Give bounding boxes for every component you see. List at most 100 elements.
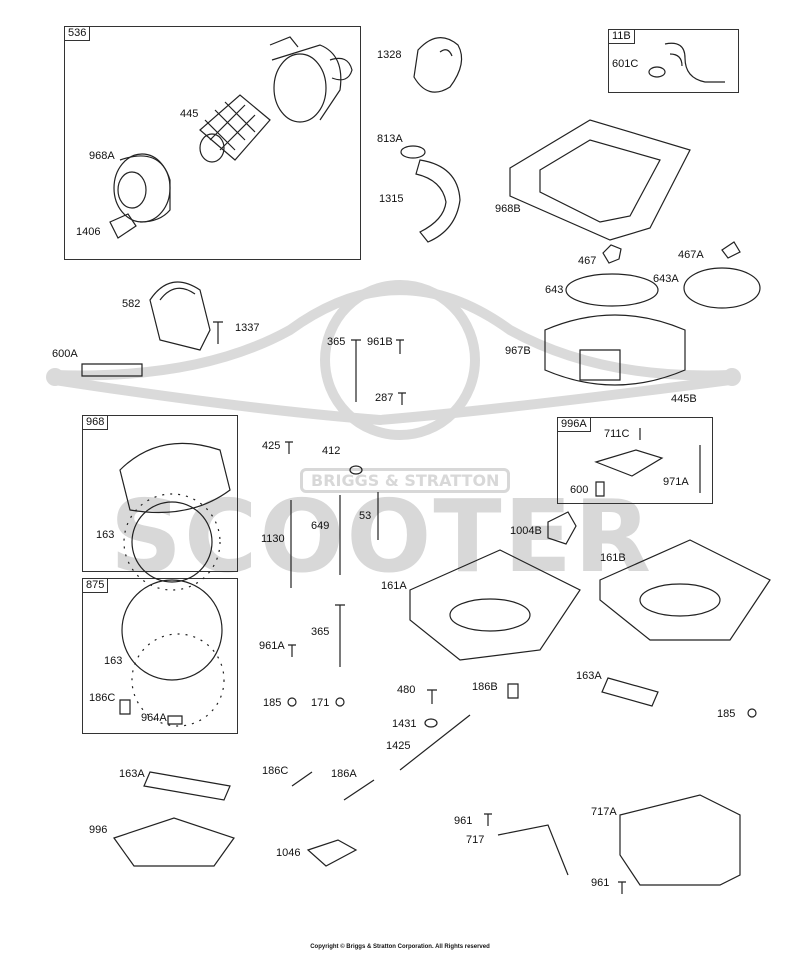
label-163-lower: 163	[104, 655, 123, 667]
label-964a: 964A	[141, 712, 167, 724]
label-186c: 186C	[89, 692, 116, 704]
label-163-upper: 163	[96, 529, 115, 541]
label-1315: 1315	[379, 193, 404, 205]
filter-element-drawing	[199, 94, 271, 163]
label-711c: 711C	[604, 428, 630, 440]
label-365-mid: 365	[311, 626, 330, 638]
part-813a-drawing	[400, 145, 426, 159]
part-467-drawing	[602, 244, 622, 264]
label-1425: 1425	[386, 740, 411, 752]
label-643: 643	[545, 284, 564, 296]
part-186a-drawing	[343, 779, 375, 801]
part-185b-drawing	[747, 708, 757, 718]
part-163-gasket-drawing-b	[131, 633, 225, 727]
group-tag-536: 536	[64, 26, 91, 41]
group-box-968	[82, 415, 238, 572]
part-1406-drawing	[109, 213, 137, 239]
label-163a-left: 163A	[119, 768, 145, 780]
label-1337: 1337	[235, 322, 260, 334]
label-185-left: 185	[263, 697, 282, 709]
part-185a-drawing	[287, 697, 297, 707]
label-1328: 1328	[377, 49, 402, 61]
part-961d-drawing	[618, 881, 626, 894]
label-445b: 445B	[671, 393, 697, 405]
group-tag-11b: 11B	[608, 29, 635, 44]
label-1406: 1406	[76, 226, 101, 238]
label-365-top: 365	[327, 336, 346, 348]
label-186a: 186A	[331, 768, 357, 780]
part-643a-drawing	[683, 267, 761, 309]
label-445: 445	[180, 108, 199, 120]
part-425-drawing	[285, 441, 293, 454]
group-box-996a	[557, 417, 713, 504]
part-445b-drawing	[579, 349, 621, 381]
part-186b-drawing	[507, 683, 519, 699]
label-163a-right: 163A	[576, 670, 602, 682]
label-186c-lower: 186C	[262, 765, 289, 777]
label-425: 425	[262, 440, 281, 452]
part-171-drawing	[335, 697, 345, 707]
part-163a-left-drawing	[143, 771, 231, 801]
part-1328-drawing	[413, 37, 463, 93]
part-412-drawing	[349, 465, 363, 475]
part-186c2-drawing	[291, 771, 313, 787]
label-1431: 1431	[392, 718, 417, 730]
label-649: 649	[311, 520, 330, 532]
part-11b-hose-drawing	[664, 42, 725, 83]
part-961b-drawing	[396, 339, 404, 354]
label-412: 412	[322, 445, 341, 457]
label-968a: 968A	[89, 150, 115, 162]
part-717-drawing	[497, 824, 569, 876]
part-1315-drawing	[415, 159, 461, 243]
part-161a-drawing	[409, 549, 581, 661]
part-643-drawing	[565, 273, 659, 307]
label-467: 467	[578, 255, 597, 267]
label-961-bottom: 961	[591, 877, 610, 889]
part-968b-drawing	[509, 119, 691, 241]
label-961-mid: 961	[454, 815, 473, 827]
label-813a: 813A	[377, 133, 403, 145]
label-1046: 1046	[276, 847, 301, 859]
part-968-housing-drawing	[119, 442, 231, 514]
part-717a-drawing	[619, 794, 741, 886]
label-961b: 961B	[367, 336, 393, 348]
label-996: 996	[89, 824, 108, 836]
label-717a: 717A	[591, 806, 617, 818]
label-717: 717	[466, 834, 485, 846]
label-186b: 186B	[472, 681, 498, 693]
part-996-plate-drawing	[113, 817, 235, 867]
label-643a: 643A	[653, 273, 679, 285]
label-961a: 961A	[259, 640, 285, 652]
part-601c-drawing	[648, 66, 666, 78]
group-box-536	[64, 26, 361, 260]
part-964a-drawing	[167, 715, 183, 725]
label-600a: 600A	[52, 348, 78, 360]
watermark-brand: BRIGGS & STRATTON	[300, 468, 511, 493]
watermark-word: SCOOTER	[110, 478, 653, 595]
group-tag-875: 875	[82, 578, 109, 593]
part-1431-drawing	[424, 718, 438, 728]
part-600-drawing	[595, 481, 605, 497]
part-996a-plate-drawing	[594, 449, 664, 477]
copyright-notice: Copyright © Briggs & Stratton Corporatio…	[310, 944, 490, 950]
label-1130: 1130	[261, 533, 285, 545]
part-1425-drawing	[399, 714, 471, 771]
label-967b: 967B	[505, 345, 531, 357]
part-582-drawing	[149, 281, 211, 351]
part-1004b-drawing	[547, 511, 577, 545]
part-967b-drawing	[544, 314, 686, 386]
label-287: 287	[375, 392, 394, 404]
part-365-bolt-drawing	[351, 339, 361, 402]
part-161b-drawing	[599, 539, 771, 641]
label-600: 600	[570, 484, 589, 496]
cover-968a-drawing	[113, 153, 171, 223]
label-467a: 467A	[678, 249, 704, 261]
part-287-drawing	[398, 392, 406, 405]
part-1046-drawing	[306, 839, 358, 867]
part-961a-drawing	[288, 644, 296, 657]
air-cleaner-housing-drawing	[269, 36, 353, 123]
part-163-gasket-drawing-a	[123, 493, 221, 591]
